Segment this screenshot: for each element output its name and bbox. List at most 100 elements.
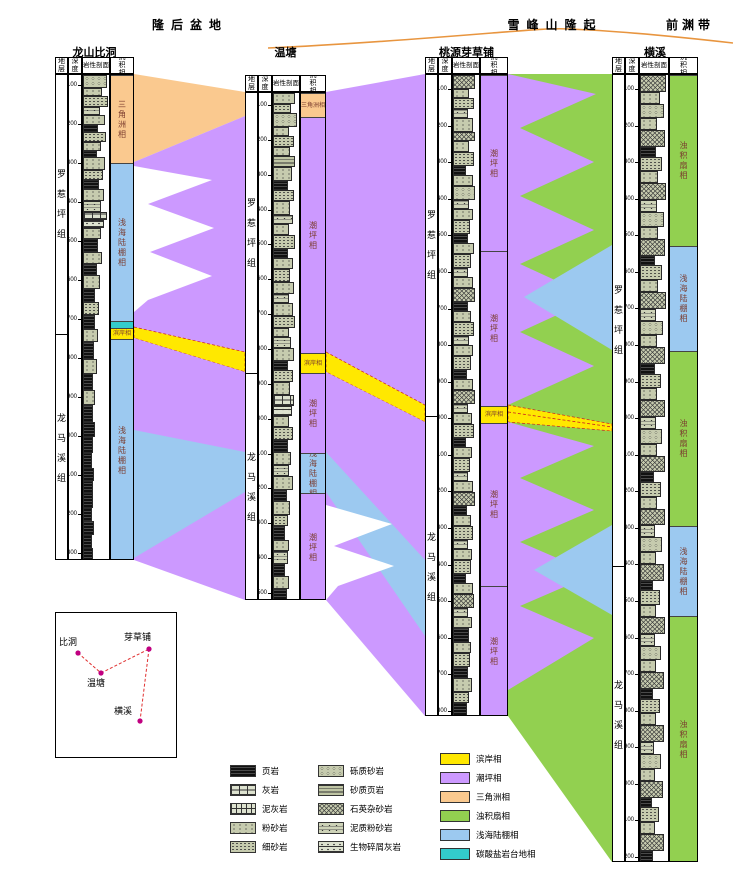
depth-column: 1002003004005006007008009001000110012001… <box>438 74 452 716</box>
lithology-block-sh <box>83 180 99 189</box>
lithology-block-ls <box>273 395 295 407</box>
column-title-hengxi: 横溪 <box>644 47 666 59</box>
depth-label: 1200 <box>259 485 267 492</box>
depth-tick <box>268 209 271 211</box>
facies-label: 浅海陆棚相 <box>118 217 126 267</box>
map-location-label-横溪: 横溪 <box>114 706 133 716</box>
lithology-block-qs <box>453 594 475 608</box>
lithology-block-sh <box>83 314 95 330</box>
correlation-polygon-tidal-14 <box>508 422 594 690</box>
facies-segment-滨岸相: 滨岸相 <box>481 406 507 423</box>
formation-label: 龙马溪组 <box>246 452 256 522</box>
lithology-block-sh <box>83 264 97 275</box>
depth-label: 400 <box>69 199 77 205</box>
profile-header: 岩性剖面 <box>272 75 300 92</box>
correlation-polygon-delta-0 <box>134 74 245 162</box>
depth-tick <box>268 558 271 560</box>
facies-header-text: 沉积相 <box>118 57 126 74</box>
depth-label: 100 <box>259 102 267 108</box>
depth-label: 1000 <box>439 415 447 422</box>
lithology-block-si <box>83 390 96 406</box>
lithology-block-ms <box>273 336 292 348</box>
facies-segment-潮坪相: 潮坪相 <box>481 586 507 715</box>
lithology-block-sh <box>453 165 466 175</box>
depth-label: 1100 <box>69 472 77 478</box>
depth-label: 1000 <box>626 415 634 422</box>
lithology-block-si <box>453 582 473 595</box>
map-location-dot-比洞 <box>75 650 81 656</box>
lithology-block-qs <box>640 455 665 473</box>
depth-label: 1000 <box>259 415 267 422</box>
depth-label: 500 <box>626 232 634 239</box>
lithology-block-ms <box>453 335 469 345</box>
facies-label: 潮坪相 <box>309 220 317 250</box>
lithology-block-ms <box>453 403 469 413</box>
formation-label: 罗惹坪组 <box>56 169 66 239</box>
depth-label: 1300 <box>439 525 447 532</box>
facies-segment-潮坪相: 潮坪相 <box>481 423 507 586</box>
map-location-dot-温塘 <box>98 670 104 676</box>
depth-tick <box>448 491 451 493</box>
depth-label: 600 <box>259 276 267 283</box>
depth-tick <box>268 244 271 246</box>
lithology-block-fs <box>273 316 296 328</box>
lithology-block-si <box>640 821 655 834</box>
lithology-block-gs <box>640 645 662 661</box>
depth-label: 100 <box>69 82 77 88</box>
depth-tick <box>635 271 638 273</box>
lithology-block-ms <box>453 267 469 277</box>
depth-label: 1200 <box>439 488 447 495</box>
formation-罗惹坪组: 罗惹坪组 <box>246 93 257 373</box>
facies-label: 浅海陆棚相 <box>679 546 688 596</box>
depth-label: 1500 <box>259 590 267 596</box>
depth-tick <box>635 198 638 200</box>
correlation-polygon-white-2 <box>134 166 214 312</box>
lithology-block-gs <box>273 113 297 127</box>
depth-label: 400 <box>626 195 634 202</box>
formation-label: 罗惹坪组 <box>246 197 256 268</box>
depth-tick <box>448 674 451 676</box>
depth-tick <box>635 345 638 346</box>
formation-label: 龙马溪组 <box>56 412 66 483</box>
formation-column: 罗惹坪组龙马溪组 <box>55 74 68 560</box>
depth-tick <box>268 349 271 350</box>
lithology-block-fs <box>273 370 293 382</box>
depth-label: 1100 <box>259 450 267 457</box>
depth-tick <box>78 397 81 398</box>
lithology-block-sh <box>453 628 469 642</box>
lithology-block-sh <box>83 468 94 481</box>
depth-tick <box>448 564 451 566</box>
lithology-block-qs <box>453 131 476 141</box>
lithology-block-fs <box>453 691 470 703</box>
depth-tick <box>635 783 638 785</box>
lithology-block-si <box>273 347 295 362</box>
lithology-block-fs <box>640 156 663 172</box>
lithology-block-qs <box>453 288 476 302</box>
facies-header: 沉积相 <box>669 57 698 74</box>
lithology-block-si <box>640 388 658 401</box>
depth-tick <box>448 528 451 530</box>
lithology-block-sh <box>273 440 288 452</box>
facies-label: 浊积扇相 <box>679 720 688 759</box>
depth-label: 700 <box>626 305 634 312</box>
correlation-polygon-shelf-15 <box>524 245 612 350</box>
depth-tick <box>635 710 638 712</box>
depth-header-text: 深度 <box>261 76 269 91</box>
formation-龙马溪组: 龙马溪组 <box>246 373 257 599</box>
lithology-block-si <box>640 443 657 456</box>
facies-header-text: 沉积相 <box>490 57 498 74</box>
lithology-block-sh <box>83 548 94 559</box>
depth-tick <box>635 527 638 529</box>
lithology-block-ms <box>453 109 468 119</box>
lithology-block-fs <box>453 152 474 166</box>
depth-header: 深度 <box>258 75 272 92</box>
lithology-block-sh <box>453 233 468 243</box>
lithology-block-sh <box>640 255 656 266</box>
lithology-block-ms <box>640 417 656 430</box>
facies-segment-潮坪相: 潮坪相 <box>481 251 507 406</box>
facies-segment-潮坪相: 潮坪相 <box>301 493 325 599</box>
depth-tick <box>635 674 638 676</box>
lithology-block-si <box>83 274 101 290</box>
depth-label: 900 <box>259 380 267 387</box>
lithology-block-qs <box>640 183 666 201</box>
